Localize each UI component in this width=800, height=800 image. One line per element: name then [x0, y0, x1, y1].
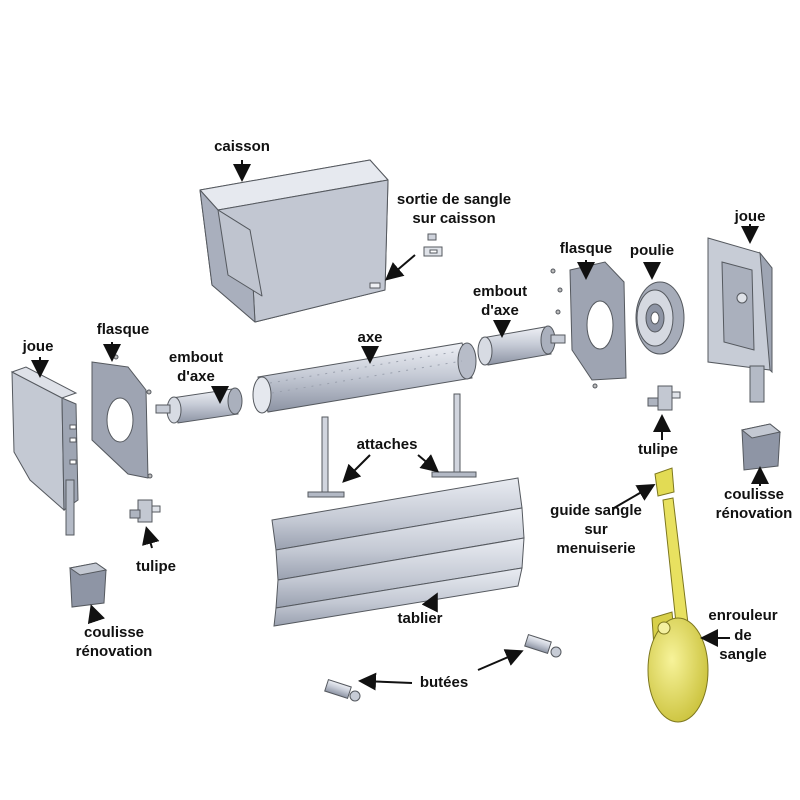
- label-coulisse-right-line1: coulisse: [723, 486, 785, 503]
- guide-sangle-part: [654, 467, 675, 497]
- label-sortie-line1: sortie de sangle: [396, 191, 512, 208]
- label-attaches: attaches: [356, 436, 418, 453]
- label-coulisse-right-line2: rénovation: [715, 505, 793, 522]
- butees-part: [324, 633, 562, 702]
- arrow-butees-right: [477, 649, 524, 671]
- arrow-coulisse-left: [87, 604, 105, 625]
- arrow-guide: [613, 483, 656, 509]
- label-guide-line1: guide sangle: [550, 502, 642, 519]
- label-enrouleur-line3: sangle: [719, 646, 767, 663]
- label-flasque-right: flasque: [559, 240, 613, 257]
- arrow-attaches-left: [342, 454, 371, 483]
- label-embout-left-line1: embout: [168, 349, 224, 366]
- attaches-part: [307, 393, 477, 498]
- sortie-sangle-part: [423, 233, 443, 257]
- label-sortie-line2: sur caisson: [412, 210, 496, 227]
- label-coulisse-left-line1: coulisse: [83, 624, 145, 641]
- label-joue-left: joue: [22, 338, 54, 355]
- label-embout-right-line2: d'axe: [481, 302, 519, 319]
- caisson-part: [199, 159, 389, 323]
- poulie-part: [635, 281, 685, 355]
- label-guide-line3: menuiserie: [556, 540, 636, 557]
- label-embout-right-line1: embout: [472, 283, 528, 300]
- label-tulipe-right: tulipe: [638, 441, 678, 458]
- label-enrouleur-line2: de: [734, 627, 752, 644]
- enrouleur-part: [647, 497, 709, 723]
- label-axe: axe: [357, 329, 383, 346]
- label-enrouleur-line1: enrouleur: [708, 607, 778, 624]
- label-guide-line2: sur: [584, 521, 608, 538]
- arrow-butees-left: [358, 672, 413, 691]
- arrow-sortie: [384, 254, 416, 281]
- arrow-tablier: [421, 592, 438, 613]
- label-joue-right: joue: [734, 208, 766, 225]
- label-butees: butées: [419, 674, 469, 691]
- label-caisson: caisson: [214, 138, 270, 155]
- label-poulie: poulie: [629, 242, 675, 259]
- tulipe-right-part: [647, 385, 681, 411]
- embout-left-part: [155, 387, 243, 424]
- flasque-left-part: [91, 354, 153, 479]
- flasque-right-part: [550, 261, 627, 389]
- axe-part: [252, 342, 477, 414]
- arrows: [31, 160, 769, 691]
- coulisse-left-part: [68, 562, 108, 608]
- arrow-attaches-right: [417, 454, 440, 473]
- label-tulipe-left: tulipe: [136, 558, 176, 575]
- tablier-part: [271, 477, 525, 627]
- coulisse-right-part: [740, 423, 782, 471]
- arrow-tulipe-left: [142, 526, 160, 549]
- joue-right-part: [707, 237, 773, 403]
- embout-right-part: [477, 325, 566, 366]
- label-flasque-left: flasque: [96, 321, 150, 338]
- label-tablier: tablier: [397, 610, 443, 627]
- joue-left-part: [10, 366, 79, 536]
- label-embout-left-line2: d'axe: [177, 368, 215, 385]
- label-coulisse-left-line2: rénovation: [75, 643, 153, 660]
- tulipe-left-part: [129, 499, 161, 523]
